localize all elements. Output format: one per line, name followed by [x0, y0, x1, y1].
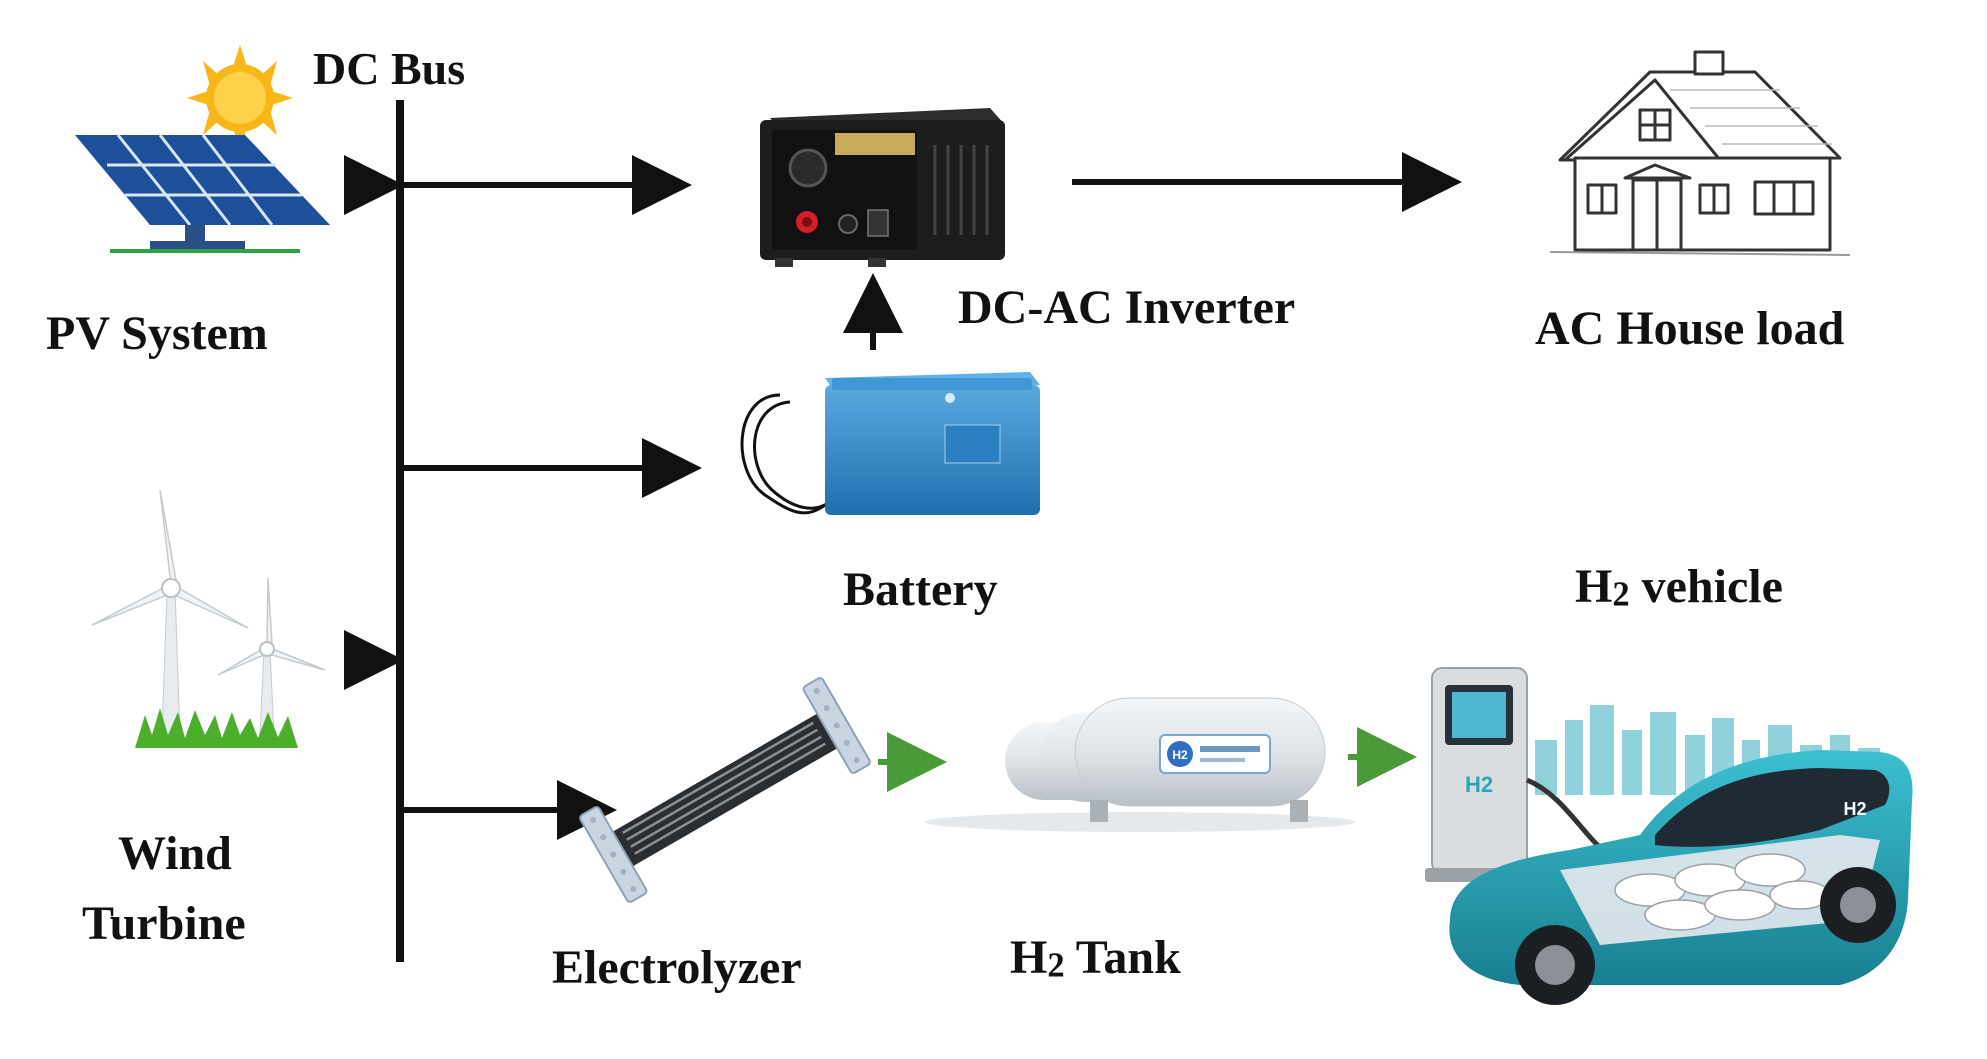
wind-turbine-illustration: [91, 489, 326, 748]
battery-label: Battery: [843, 563, 998, 616]
h2-tank-label-rest: Tank: [1064, 931, 1181, 984]
inverter-illustration: [760, 108, 1005, 267]
h2-vehicle-label: H2 vehicle: [1575, 563, 1783, 612]
electrolyzer-label: Electrolyzer: [552, 941, 802, 994]
grass-icon: [135, 708, 298, 748]
inverter-label: DC-AC Inverter: [958, 281, 1296, 334]
h2-vehicle-illustration: H2 H2: [1425, 667, 1913, 1005]
h2-tank-label-h: H: [1010, 931, 1048, 984]
charging-station-icon: H2: [1425, 667, 1641, 882]
h2-tank-label: H2 Tank: [1010, 934, 1181, 983]
battery-illustration: [740, 372, 1040, 515]
h2-tank-illustration: H2: [925, 697, 1355, 832]
station-badge-text: H2: [1465, 772, 1493, 797]
wind-label-line2: Turbine: [82, 897, 246, 950]
wind-turbine-small-icon: [217, 577, 326, 736]
h2-vehicle-label-rest: vehicle: [1629, 560, 1783, 613]
h2-vehicle-label-h: H: [1575, 560, 1613, 613]
tank-badge-text: H2: [1172, 748, 1188, 762]
h2-vehicle-label-sub: 2: [1612, 575, 1630, 614]
solar-panel-icon: [75, 134, 330, 253]
electrolyzer-illustration: [579, 677, 871, 903]
pv-system-illustration: [75, 45, 330, 253]
car-badge-text: H2: [1843, 799, 1866, 819]
wind-turbine-icon: [91, 489, 249, 736]
car-icon: H2: [1449, 750, 1913, 1005]
house-label: AC House load: [1535, 302, 1845, 355]
dc-bus-label: DC Bus: [313, 43, 466, 94]
pv-system-label: PV System: [46, 307, 268, 360]
house-illustration: [1549, 50, 1851, 256]
sun-icon: [187, 45, 293, 150]
wind-label-line1: Wind: [118, 827, 232, 880]
h2-tank-label-sub: 2: [1047, 946, 1065, 985]
